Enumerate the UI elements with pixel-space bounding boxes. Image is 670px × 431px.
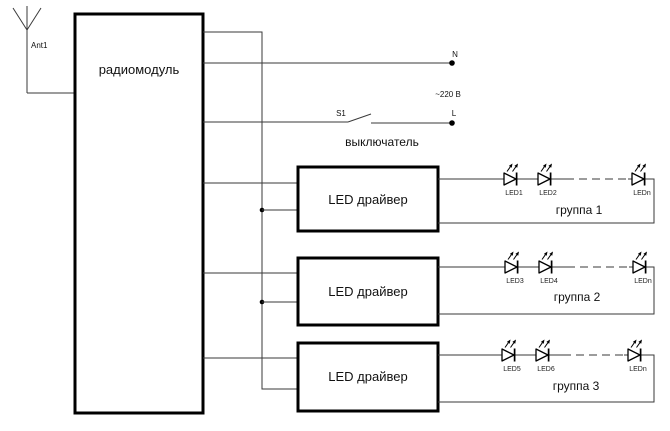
group-label: группа 1 [556,203,603,217]
antenna-icon [12,6,75,94]
group-label: группа 3 [553,379,600,393]
led-driver-box-3 [296,341,440,413]
led-driver-label-1: LED драйвер [328,192,407,207]
voltage-label: ~220 В [435,90,461,99]
radio-module-label: радиомодуль [99,62,180,77]
switch-blade [347,113,372,123]
led-driver-label-2: LED драйвер [328,284,407,299]
switch-s1 [203,113,455,126]
led-label: LED3 [506,278,524,285]
led-label: LED6 [537,366,555,373]
led-driver-box-2 [296,256,440,327]
led-label: LEDn [634,278,652,285]
led-icon [631,162,647,187]
led-driver-box-1 [296,165,440,233]
led-driver-label-3: LED драйвер [328,369,407,384]
led-label: LED1 [505,190,523,197]
led-icon [538,250,554,275]
group-1-loop-wire [438,178,655,224]
led-icon [503,162,519,187]
led-label: LEDn [629,366,647,373]
switch-ref-label: S1 [336,109,346,118]
led-label: LED2 [539,190,557,197]
led-icon [535,338,551,363]
led-icon [504,250,520,275]
led-label: LED4 [540,278,558,285]
group-3-loop-wire [438,354,655,403]
led-icon [537,162,553,187]
led-icon [501,338,517,363]
led-icon [627,338,643,363]
line-label: L [452,109,457,118]
led-label: LEDn [633,190,651,197]
neutral-label: N [452,50,458,59]
antenna-ref-label: Ant1 [31,41,48,50]
neutral-terminal-dot [449,60,455,66]
led-icon [632,250,648,275]
group-label: группа 2 [554,290,601,304]
group-2-loop-wire [438,266,655,315]
line-terminal-dot [449,120,455,126]
led-label: LED5 [503,366,521,373]
radio-module-box [73,12,205,415]
switch-name-label: выключатель [345,135,419,149]
